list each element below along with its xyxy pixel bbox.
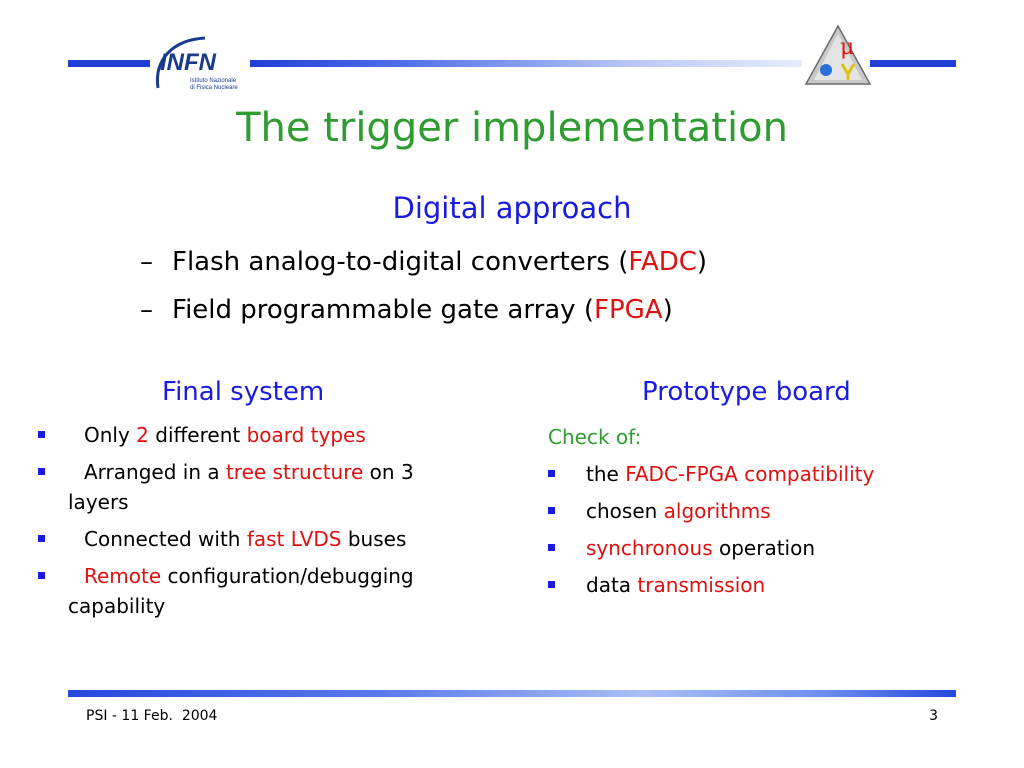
header-bar-gradient (250, 60, 802, 67)
list-item: the FADC-FPGA compatibility (548, 459, 988, 489)
dash-bullet: – (140, 295, 153, 325)
fadc-highlight: FADC (628, 247, 697, 277)
square-bullet-icon (38, 535, 45, 542)
square-bullet-icon (38, 468, 45, 475)
infn-logo-text: INFN (160, 49, 217, 76)
dash-bullet: – (140, 247, 153, 277)
electron-icon (820, 64, 832, 76)
list-item: Arranged in a tree structure on 3 layers (38, 457, 508, 517)
footer-date: PSI - 11 Feb. 2004 (86, 708, 218, 724)
page-number: 3 (929, 708, 938, 724)
header-bar-right (870, 60, 956, 67)
experiment-logo: μ (804, 24, 872, 85)
square-bullet-icon (548, 470, 555, 477)
gamma-icon (840, 63, 856, 80)
slide-title: The trigger implementation (236, 105, 788, 151)
point-fpga: –Field programmable gate array (FPGA) (140, 290, 673, 330)
infn-logo-subtext-1: Istituto Nazionale (190, 78, 237, 84)
header-bar-left (68, 60, 150, 67)
list-item: data transmission (548, 570, 988, 600)
list-item: Only 2 different board types (38, 420, 508, 450)
square-bullet-icon (38, 572, 45, 579)
list-item: chosen algorithms (548, 496, 988, 526)
left-column: Only 2 different board types Arranged in… (38, 420, 508, 628)
footer-bar (68, 690, 956, 697)
left-column-heading: Final system (162, 377, 325, 407)
right-column-heading: Prototype board (642, 377, 851, 407)
check-of-label: Check of: (548, 425, 642, 449)
right-column: Check of: the FADC-FPGA compatibility ch… (548, 422, 988, 607)
square-bullet-icon (548, 507, 555, 514)
list-item: Connected with fast LVDS buses (38, 524, 508, 554)
infn-logo: INFN Istituto Nazionale di Fisica Nuclea… (155, 36, 238, 91)
square-bullet-icon (548, 544, 555, 551)
square-bullet-icon (38, 431, 45, 438)
list-item: synchronous operation (548, 533, 988, 563)
fpga-highlight: FPGA (593, 295, 663, 325)
point-fadc: –Flash analog-to-digital converters (FAD… (140, 242, 707, 282)
slide-subtitle: Digital approach (392, 191, 632, 225)
square-bullet-icon (548, 581, 555, 588)
mu-symbol: μ (840, 35, 854, 60)
list-item: Remote configuration/debugging capabilit… (38, 561, 508, 621)
infn-logo-subtext-2: di Fisica Nucleare (190, 85, 238, 91)
